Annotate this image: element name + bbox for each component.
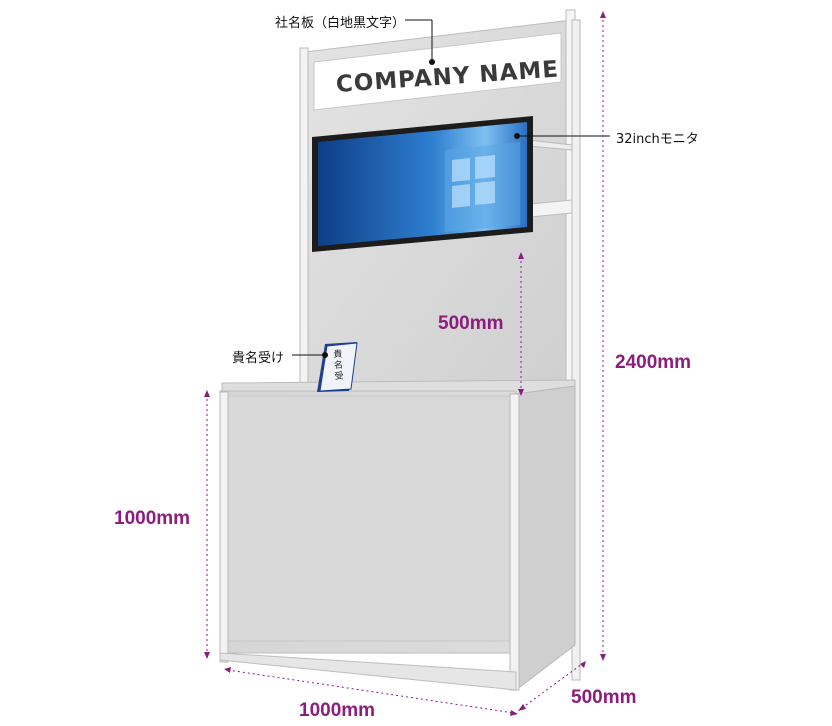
- counter-side: [515, 385, 576, 692]
- monitor-label: 32inchモニタ: [616, 132, 699, 147]
- depth-dimension: 500mm: [571, 687, 637, 708]
- monitor-height-dimension: 500mm: [438, 313, 504, 334]
- dimension-lines: [206, 15, 604, 714]
- company-sign: [313, 32, 562, 111]
- guestbook-box-text: 貴名受: [331, 348, 343, 383]
- counter-height-dimension: 1000mm: [114, 508, 191, 529]
- guestbook-label: 貴名受け: [232, 351, 285, 366]
- width-dimension: 1000mm: [299, 700, 376, 721]
- left-post: [299, 47, 309, 397]
- total-height-dimension: 2400mm: [615, 352, 692, 373]
- sign-label: 社名板（白地黒文字）: [275, 16, 406, 31]
